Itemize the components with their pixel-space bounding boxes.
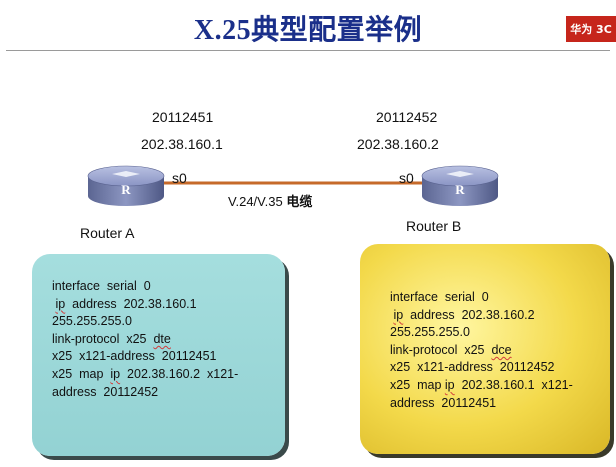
config-text: x25 map	[390, 377, 445, 392]
config-line: ip address 202.38.160.1	[52, 296, 275, 314]
router-b-icon: R	[421, 165, 499, 206]
config-keyword: dce	[491, 342, 512, 357]
router-b-name: Router B	[406, 218, 462, 234]
config-line: link-protocol x25 dte	[52, 331, 275, 349]
config-line: address 20112451	[390, 395, 497, 410]
config-text: address 202.38.160.2	[403, 307, 535, 322]
config-text: address 202.38.160.1	[65, 296, 197, 311]
router-b-ip: 202.38.160.2	[357, 136, 439, 152]
router-a-ip: 202.38.160.1	[141, 136, 223, 152]
config-keyword: ip	[444, 377, 455, 392]
config-line: link-protocol x25 dce	[390, 342, 602, 360]
router-b-config-box: interface serial 0 ip address 202.38.160…	[360, 244, 610, 454]
config-keyword: ip	[55, 296, 66, 311]
router-b-port: s0	[399, 170, 414, 186]
config-line: ip address 202.38.160.2	[390, 307, 602, 325]
cable-label: V.24/V.35 电缆	[228, 191, 312, 210]
config-line: x25 map ip 202.38.160.2 x121-	[52, 366, 275, 384]
router-b-x121-address: 20112452	[376, 109, 438, 125]
config-line: x25 x121-address 20112452	[390, 360, 555, 375]
router-a-port: s0	[172, 170, 187, 186]
slide-title: X.25典型配置举例	[193, 15, 423, 46]
router-a-config-box: interface serial 0 ip address 202.38.160…	[32, 254, 285, 456]
config-text: 202.38.160.2 x121-	[120, 366, 239, 381]
cable-type: V.24/V.35	[228, 194, 283, 209]
config-text: x25 map	[52, 366, 111, 381]
router-a-name: Router A	[80, 225, 135, 241]
config-keyword: ip	[393, 307, 404, 322]
config-keyword: dte	[153, 331, 171, 346]
config-line: 255.255.255.0	[52, 314, 132, 329]
config-line: address 20112452	[52, 384, 159, 399]
config-line: x25 map ip 202.38.160.1 x121-	[390, 377, 602, 395]
config-line: interface serial 0	[390, 290, 489, 304]
huawei-3com-logo: 华为 3C	[566, 16, 616, 42]
config-line: x25 x121-address 20112451	[52, 349, 217, 364]
router-a-icon-letter: R	[121, 182, 131, 197]
cable-type-cn: 电缆	[286, 195, 313, 210]
router-b-icon-letter: R	[455, 182, 465, 197]
config-keyword: ip	[110, 366, 121, 381]
router-a-icon: R	[87, 165, 165, 206]
config-text: link-protocol x25	[52, 331, 154, 346]
config-text: 202.38.160.1 x121-	[454, 377, 573, 392]
config-text: link-protocol x25	[390, 342, 492, 357]
config-line: 255.255.255.0	[390, 325, 470, 340]
router-a-x121-address: 20112451	[152, 109, 214, 125]
config-line: interface serial 0	[52, 279, 151, 293]
title-divider	[6, 50, 610, 51]
